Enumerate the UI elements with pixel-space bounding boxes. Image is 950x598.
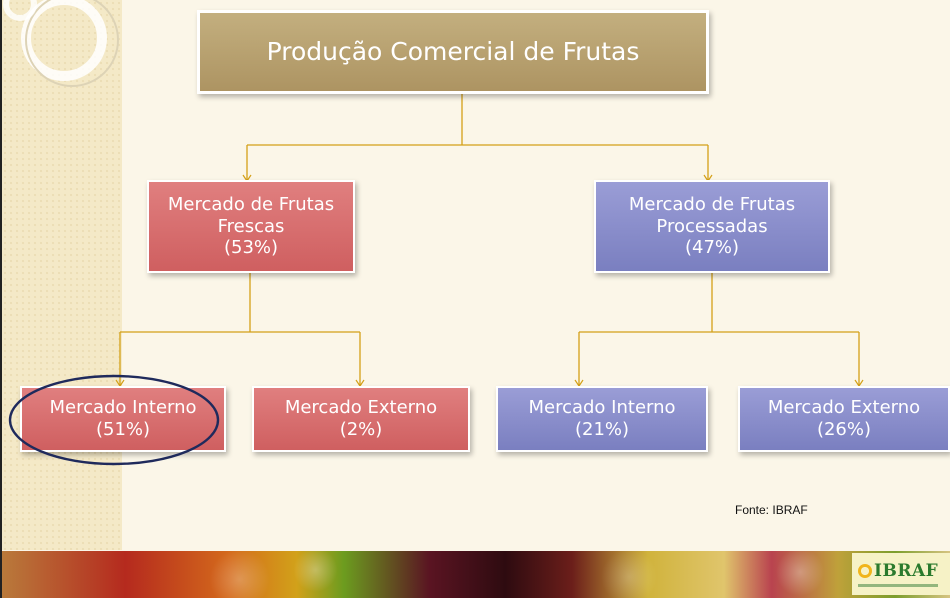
logo-subtitle-line: [858, 584, 938, 587]
node-processed-line-1: Mercado de Frutas: [628, 194, 796, 216]
logo-ring-icon: [858, 564, 872, 578]
root-node-producao-comercial: Produção Comercial de Frutas: [197, 10, 709, 94]
node-mercado-frutas-processadas: Mercado de Frutas Processadas (47%): [594, 180, 830, 273]
logo-text: IBRAF: [874, 561, 939, 581]
node-fresh-external-line-2: (2%): [339, 419, 383, 440]
node-fresh-line-3: (53%): [223, 237, 279, 259]
node-fresh-line-1: Mercado de Frutas: [167, 194, 335, 216]
ibraf-logo: IBRAF: [852, 553, 950, 595]
node-processadas-mercado-interno: Mercado Interno (21%): [496, 386, 708, 452]
node-processed-internal-line-2: (21%): [574, 419, 630, 440]
source-note: Fonte: IBRAF: [735, 503, 808, 517]
node-frescas-mercado-interno: Mercado Interno (51%): [20, 386, 226, 452]
node-fresh-internal-line-1: Mercado Interno: [49, 397, 197, 419]
connector-lines: [115, 94, 864, 388]
fruit-photo-highlights: [2, 551, 950, 598]
node-fresh-line-2: Frescas: [217, 215, 285, 237]
node-processed-line-3: (47%): [684, 237, 740, 259]
node-frescas-mercado-externo: Mercado Externo (2%): [252, 386, 470, 452]
node-processed-internal-line-1: Mercado Interno: [528, 397, 676, 419]
node-processadas-mercado-externo: Mercado Externo (26%): [738, 386, 950, 452]
decorative-circles: [3, 0, 119, 87]
node-processed-line-2: Processadas: [656, 215, 768, 237]
node-fresh-external-line-1: Mercado Externo: [284, 397, 438, 419]
node-processed-external-line-1: Mercado Externo: [767, 397, 921, 419]
node-processed-external-line-2: (26%): [816, 419, 872, 440]
root-node-label: Produção Comercial de Frutas: [266, 37, 640, 66]
node-mercado-frutas-frescas: Mercado de Frutas Frescas (53%): [147, 180, 355, 273]
fruit-photo-strip: [2, 551, 950, 598]
node-fresh-internal-line-2: (51%): [95, 419, 151, 440]
